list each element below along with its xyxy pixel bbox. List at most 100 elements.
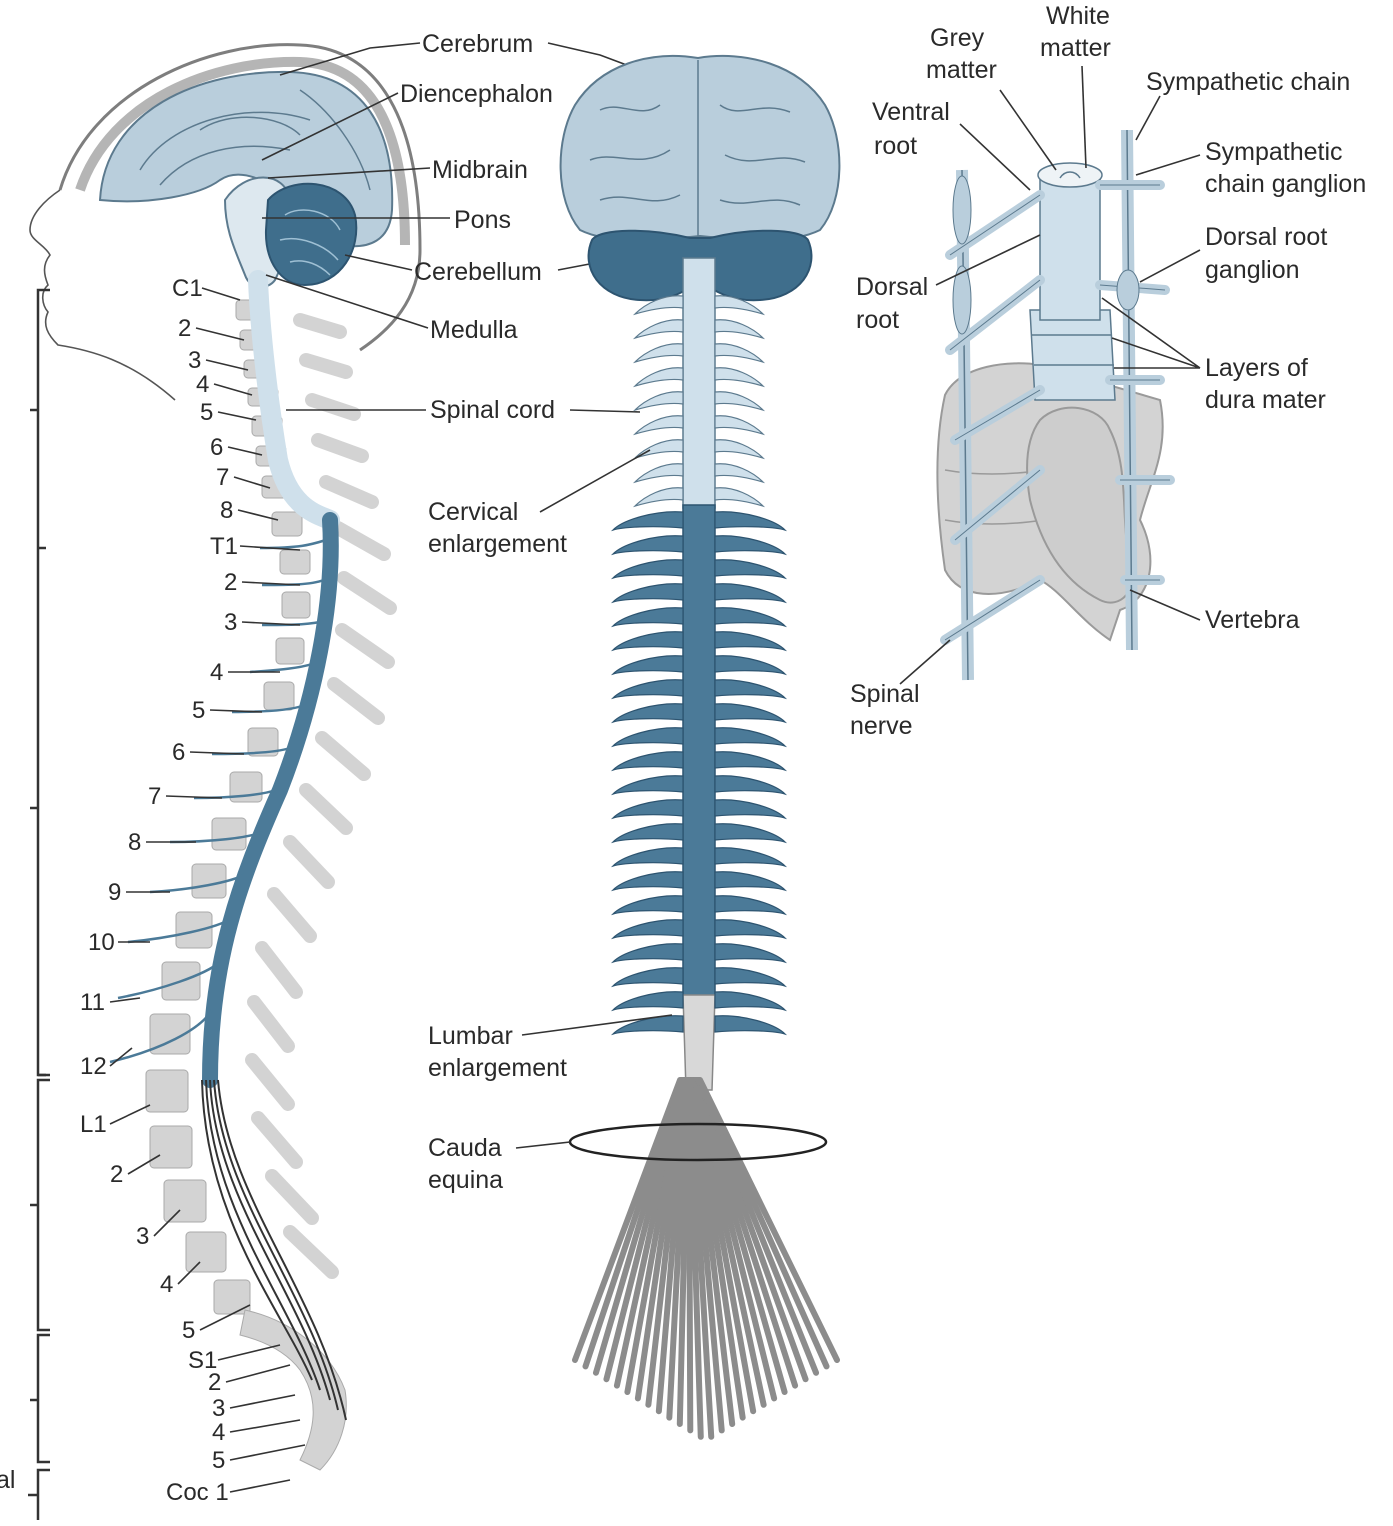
vertebra-label: 4 — [160, 1271, 173, 1298]
vertebra-leader — [230, 1480, 290, 1492]
spinal-nerve-root — [613, 704, 683, 722]
chain-ganglion — [953, 176, 971, 244]
vertebra-label: 3 — [188, 347, 201, 374]
cerebellum-sagittal — [266, 184, 356, 285]
spinal-nerve-root — [715, 440, 763, 458]
cord-detail — [1040, 175, 1100, 320]
label-nerve: nerve — [850, 712, 913, 740]
label-dura-mater: dura mater — [1205, 386, 1326, 414]
dorsal-root-ganglion — [1117, 270, 1139, 310]
spinal-nerve-root — [635, 464, 683, 482]
spinal-nerve-root — [613, 608, 683, 626]
label-dorsal-root-ganglion: Dorsal root — [1205, 223, 1327, 251]
vertebra-label: 7 — [148, 783, 161, 810]
vertebra-label: 3 — [136, 1223, 149, 1250]
spinal-nerve-root — [715, 824, 785, 842]
label-ventral: Ventral — [872, 98, 950, 126]
label-layers-of: Layers of — [1205, 354, 1308, 382]
vertebra-label: 5 — [182, 1317, 195, 1344]
cord-middle — [683, 505, 715, 997]
vertebra-label: 7 — [216, 464, 229, 491]
label-white: White — [1046, 2, 1110, 30]
label-chain-ganglion: chain ganglion — [1205, 170, 1366, 198]
vertebra-leader — [226, 1365, 290, 1382]
spinal-nerve-root — [613, 992, 683, 1010]
label-cauda: Cauda — [428, 1134, 502, 1162]
vertebra-label: 8 — [220, 497, 233, 524]
spinal-nerve-root — [715, 728, 785, 746]
label-spinal: Spinal — [850, 680, 920, 708]
vertebra-label: 3 — [212, 1395, 225, 1422]
vertebra-label: 10 — [88, 929, 115, 956]
vertebra-label: 5 — [212, 1447, 225, 1474]
spinal-nerve-root — [613, 560, 683, 578]
vertebra-leader — [210, 710, 262, 712]
spinal-nerve-root — [715, 392, 763, 410]
label-vertebra: Vertebra — [1205, 606, 1300, 634]
label-lumbar: Lumbar — [428, 1022, 513, 1050]
spinal-nerve-root — [613, 656, 683, 674]
spinal-nerve-root — [613, 680, 683, 698]
label-cerebrum: Cerebrum — [422, 30, 533, 58]
vertebra-leader — [218, 412, 256, 420]
label-diencephalon: Diencephalon — [400, 80, 553, 108]
label-medulla: Medulla — [430, 316, 518, 344]
spinal-nerve-root — [715, 416, 763, 434]
detail-view — [938, 130, 1171, 680]
vertebral-column — [146, 300, 390, 1470]
label-spinal-cord: Spinal cord — [430, 396, 555, 424]
vertebra-label: 8 — [128, 829, 141, 856]
label-sympathetic: Sympathetic — [1205, 138, 1343, 166]
spinal-nerve-root — [613, 920, 683, 938]
spinal-nerve-root — [613, 848, 683, 866]
spinal-nerve-root — [715, 344, 763, 362]
spinal-nerve-root — [715, 560, 785, 578]
cauda-equina — [575, 1080, 837, 1437]
spinal-nerve-root — [715, 896, 785, 914]
vertebra-label: Coc 1 — [166, 1479, 229, 1506]
spinal-nerve-root — [635, 392, 683, 410]
label-dorsal: Dorsal — [856, 273, 928, 301]
spinal-nerve-root — [715, 848, 785, 866]
vertebra-label: 2 — [110, 1161, 123, 1188]
spinal-nerve-root — [715, 464, 763, 482]
vertebra-leader — [206, 360, 248, 370]
label-pons: Pons — [454, 206, 511, 234]
cerebrum-posterior — [561, 56, 840, 240]
spinal-nerve-root — [613, 752, 683, 770]
vertebra-leader — [230, 1445, 305, 1460]
posterior-labels: Cervical enlargement Lumbar enlargement … — [428, 450, 672, 1194]
spinal-nerve-root — [635, 488, 683, 506]
label-cervical: Cervical — [428, 498, 518, 526]
label-lumbar-enlargement: enlargement — [428, 1054, 567, 1082]
label-cerebellum: Cerebellum — [414, 258, 542, 286]
spinal-nerve-root — [715, 872, 785, 890]
spinal-nerve-root — [715, 992, 785, 1010]
vertebra-label: 5 — [192, 697, 205, 724]
cord-cross-section — [1038, 163, 1102, 187]
spinal-nerve-root — [715, 632, 785, 650]
vertebra-label: 6 — [172, 739, 185, 766]
spinal-nerve-root — [613, 512, 683, 530]
region-brackets — [28, 290, 50, 1520]
vertebra-label: 11 — [80, 989, 105, 1016]
vertebra-label: C1 — [172, 275, 203, 302]
spinal-nerve-root — [635, 344, 683, 362]
spinal-nerve-root — [715, 920, 785, 938]
vertebra-leader — [196, 328, 244, 340]
vertebra-label: 3 — [224, 609, 237, 636]
vertebra-label: 4 — [210, 659, 223, 686]
label-midbrain: Midbrain — [432, 156, 528, 184]
label-grey: Grey — [930, 24, 985, 52]
spinal-nerve-root — [613, 944, 683, 962]
spinal-nerve-root — [613, 776, 683, 794]
spinal-nerve-root — [715, 488, 763, 506]
spinal-nerve-root — [613, 632, 683, 650]
vertebra-leader — [218, 1345, 280, 1360]
vertebra-label: 2 — [178, 315, 191, 342]
spinal-nerve-root — [635, 320, 683, 338]
spinal-nerve-root — [715, 320, 763, 338]
spinal-nerve-root — [635, 416, 683, 434]
vertebra-label: 5 — [200, 399, 213, 426]
label-sympathetic-chain: Sympathetic chain — [1146, 68, 1350, 96]
